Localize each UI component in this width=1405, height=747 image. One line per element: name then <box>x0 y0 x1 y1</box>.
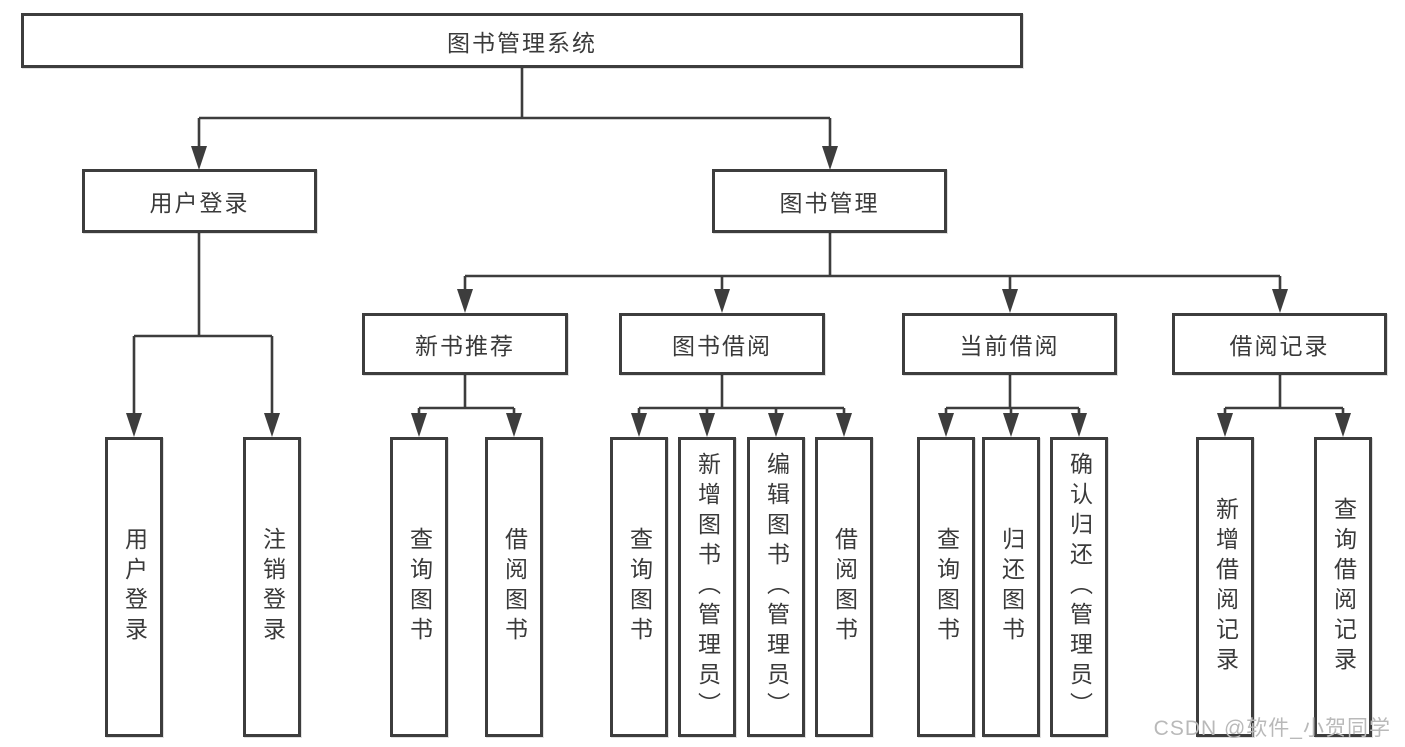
arrow-icon <box>822 146 838 170</box>
leaf-cb-confirm-return-label: 确认归还（管理员） <box>1066 452 1093 722</box>
arrow-icon <box>1003 413 1019 437</box>
arrow-icon <box>264 413 280 437</box>
arrow-icon <box>191 146 207 170</box>
leaf-cb-confirm-return: 确认归还（管理员） <box>1050 437 1108 737</box>
arrow-icon <box>457 289 473 313</box>
leaf-br-add-record-label: 新增借阅记录 <box>1212 497 1239 677</box>
leaf-user-login-label: 用户登录 <box>121 527 148 647</box>
node-user-login-label: 用户登录 <box>149 190 250 216</box>
arrow-icon <box>714 289 730 313</box>
arrow-icon <box>1217 413 1233 437</box>
arrow-icon <box>506 413 522 437</box>
leaf-cb-return-books: 归还图书 <box>982 437 1040 737</box>
arrow-icon <box>938 413 954 437</box>
arrow-icon <box>126 413 142 437</box>
arrow-icon <box>411 413 427 437</box>
arrow-icon <box>1272 289 1288 313</box>
leaf-nbr-query-books-label: 查询图书 <box>406 527 433 647</box>
leaf-bb-borrow-books-label: 借阅图书 <box>831 527 858 647</box>
leaf-nbr-borrow-books-label: 借阅图书 <box>501 527 528 647</box>
arrow-icon <box>836 413 852 437</box>
node-borrow-records-label: 借阅记录 <box>1229 333 1330 359</box>
leaf-logout: 注销登录 <box>243 437 301 737</box>
leaf-cb-return-books-label: 归还图书 <box>998 527 1025 647</box>
node-user-login: 用户登录 <box>82 169 317 233</box>
node-new-book-recommend-label: 新书推荐 <box>415 333 515 359</box>
node-book-management: 图书管理 <box>712 169 947 233</box>
arrowheads <box>126 146 1351 437</box>
leaf-bb-query-books: 查询图书 <box>610 437 668 737</box>
leaf-logout-label: 注销登录 <box>259 527 286 647</box>
arrow-icon <box>1002 289 1018 313</box>
leaf-br-query-record: 查询借阅记录 <box>1314 437 1372 737</box>
leaf-nbr-query-books: 查询图书 <box>390 437 448 737</box>
node-root: 图书管理系统 <box>21 13 1023 68</box>
leaf-user-login: 用户登录 <box>105 437 163 737</box>
leaf-nbr-borrow-books: 借阅图书 <box>485 437 543 737</box>
node-current-borrow: 当前借阅 <box>902 313 1117 375</box>
node-book-borrow-label: 图书借阅 <box>672 333 772 359</box>
csdn-watermark: CSDN @软件_小贺同学 <box>1153 717 1391 740</box>
arrow-icon <box>1335 413 1351 437</box>
leaf-cb-query-books-label: 查询图书 <box>933 527 960 647</box>
arrow-icon <box>631 413 647 437</box>
leaf-br-add-record: 新增借阅记录 <box>1196 437 1254 737</box>
leaf-bb-edit-books: 编辑图书（管理员） <box>747 437 805 737</box>
node-book-borrow: 图书借阅 <box>619 313 825 375</box>
node-book-management-label: 图书管理 <box>779 190 880 216</box>
leaf-bb-add-books: 新增图书（管理员） <box>678 437 736 737</box>
node-borrow-records: 借阅记录 <box>1172 313 1387 375</box>
leaf-br-query-record-label: 查询借阅记录 <box>1330 497 1357 677</box>
leaf-bb-borrow-books: 借阅图书 <box>815 437 873 737</box>
leaf-bb-query-books-label: 查询图书 <box>626 527 653 647</box>
arrow-icon <box>768 413 784 437</box>
node-new-book-recommend: 新书推荐 <box>362 313 568 375</box>
leaf-bb-add-books-label: 新增图书（管理员） <box>694 452 721 722</box>
node-root-label: 图书管理系统 <box>447 29 597 56</box>
leaf-cb-query-books: 查询图书 <box>917 437 975 737</box>
node-current-borrow-label: 当前借阅 <box>959 333 1060 359</box>
leaf-bb-edit-books-label: 编辑图书（管理员） <box>763 452 790 722</box>
arrow-icon <box>1071 413 1087 437</box>
arrow-icon <box>699 413 715 437</box>
